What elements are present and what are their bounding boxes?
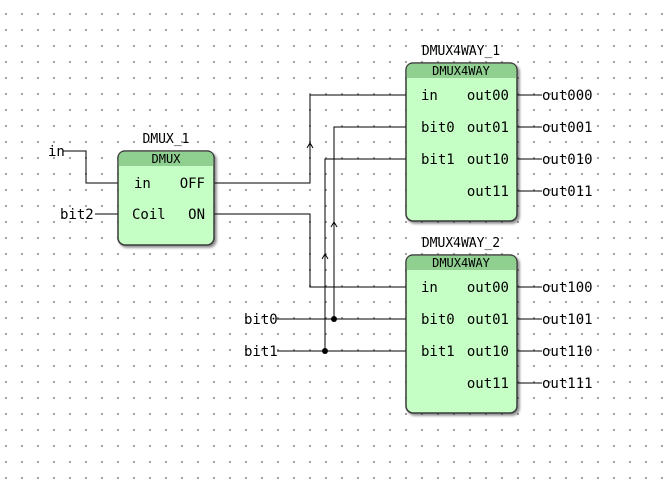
port-out10: out10	[467, 152, 509, 168]
block-body	[405, 62, 518, 222]
wires	[63, 94, 542, 384]
output-label-out100: out100	[542, 280, 593, 296]
block-dmux4way-2[interactable]: DMUX4WAY_2 DMUX4WAY in bit0 bit1 out00 o…	[405, 236, 518, 414]
block-type-label: DMUX4WAY	[432, 256, 491, 270]
port-out01: out01	[467, 120, 509, 136]
block-dmux-1[interactable]: DMUX_1 DMUX in Coil OFF ON	[117, 132, 215, 246]
block-header	[118, 151, 214, 166]
output-label-out111: out111	[542, 376, 593, 392]
arrow-marker	[330, 221, 338, 228]
port-out01: out01	[467, 312, 509, 328]
block-instance-name: DMUX4WAY_2	[422, 236, 500, 251]
port-out00: out00	[467, 280, 509, 296]
wire-bit0-branch[interactable]	[333, 126, 407, 319]
arrow-marker	[321, 253, 329, 260]
port-out11: out11	[467, 376, 509, 392]
port-bit0: bit0	[421, 120, 455, 136]
output-label-out101: out101	[542, 312, 593, 328]
port-in: in	[421, 88, 438, 104]
input-label-bit1: bit1	[244, 344, 278, 360]
output-label-out110: out110	[542, 344, 593, 360]
block-body	[405, 254, 518, 414]
output-label-out011: out011	[542, 184, 593, 200]
block-type-label: DMUX	[152, 152, 182, 166]
port-out10: out10	[467, 344, 509, 360]
junction-dot	[331, 316, 337, 322]
port-in: in	[421, 280, 438, 296]
output-label-out000: out000	[542, 88, 593, 104]
port-bit1: bit1	[421, 152, 455, 168]
input-label-bit2: bit2	[60, 207, 94, 223]
block-instance-name: DMUX_1	[143, 132, 190, 147]
port-coil: Coil	[132, 207, 166, 223]
block-header	[406, 255, 517, 270]
wire-on[interactable]	[214, 213, 407, 288]
wire-bit1-branch[interactable]	[324, 158, 407, 351]
block-header	[406, 63, 517, 78]
block-body	[117, 150, 215, 246]
port-on: ON	[188, 207, 205, 223]
port-off: OFF	[180, 176, 205, 192]
port-bit0: bit0	[421, 312, 455, 328]
port-bit1: bit1	[421, 344, 455, 360]
junction-dot	[322, 348, 328, 354]
wire-off[interactable]	[214, 94, 407, 184]
block-type-label: DMUX4WAY	[432, 64, 491, 78]
wire-in[interactable]	[63, 150, 119, 184]
port-out11: out11	[467, 184, 509, 200]
output-label-out010: out010	[542, 152, 593, 168]
port-out00: out00	[467, 88, 509, 104]
port-in: in	[134, 176, 151, 192]
output-label-out001: out001	[542, 120, 593, 136]
input-label-bit0: bit0	[244, 312, 278, 328]
input-label-in: in	[48, 144, 65, 160]
block-instance-name: DMUX4WAY_1	[422, 44, 500, 59]
block-dmux4way-1[interactable]: DMUX4WAY_1 DMUX4WAY in bit0 bit1 out00 o…	[405, 44, 518, 222]
arrow-marker	[306, 142, 314, 149]
